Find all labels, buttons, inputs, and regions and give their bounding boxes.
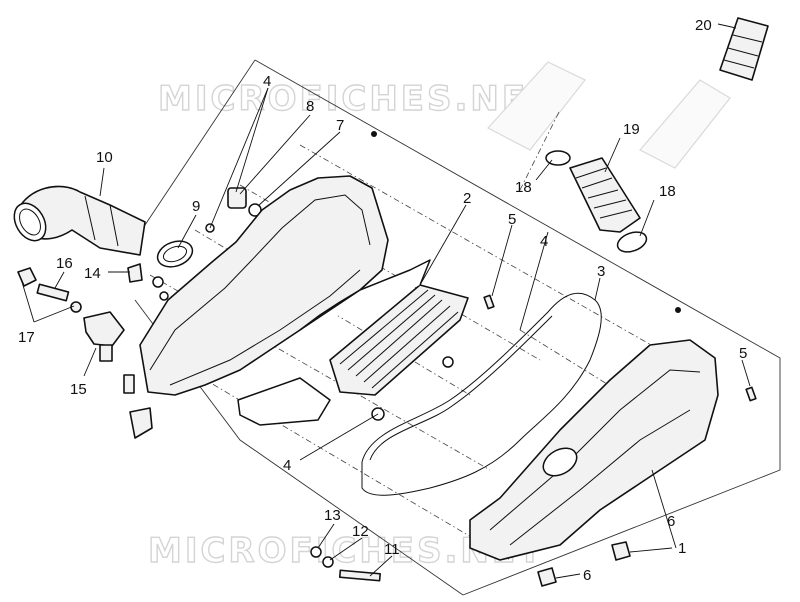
callout-5: 5 — [739, 345, 747, 362]
part-small-hardware — [127, 187, 262, 301]
bullet-marker — [675, 307, 681, 313]
callout-14: 14 — [84, 265, 101, 282]
part-intake-duct — [13, 185, 146, 256]
callout-15: 15 — [70, 381, 87, 398]
callout-labels: 1 2 3 4 4 4 5 5 6 6 7 8 9 10 11 12 13 14… — [18, 17, 747, 584]
watermark-top: MICROFICHES.NET — [158, 79, 554, 119]
callout-6: 6 — [667, 513, 675, 530]
callout-9: 9 — [192, 198, 200, 215]
callout-8: 8 — [306, 98, 314, 115]
callout-6: 6 — [583, 567, 591, 584]
part-bellows-and-clamps — [545, 17, 769, 253]
part-sensor-assembly — [17, 267, 125, 362]
callout-5: 5 — [508, 211, 516, 228]
callout-10: 10 — [96, 149, 113, 166]
part-filter-element — [237, 259, 469, 426]
callout-7: 7 — [336, 117, 344, 134]
callout-19: 19 — [623, 121, 640, 138]
callout-16: 16 — [56, 255, 73, 272]
callout-18: 18 — [659, 183, 676, 200]
callout-13: 13 — [324, 507, 341, 524]
callout-1: 1 — [678, 540, 686, 557]
part-bolt-hardware — [310, 546, 381, 582]
callout-2: 2 — [463, 190, 471, 207]
bullet-marker — [371, 131, 377, 137]
callout-18: 18 — [515, 179, 532, 196]
part-gasket — [361, 292, 602, 496]
callout-12: 12 — [352, 523, 369, 540]
leader-lines — [21, 23, 751, 579]
part-airbox-cover — [469, 294, 757, 587]
callout-4: 4 — [540, 233, 548, 250]
callout-17: 17 — [18, 329, 35, 346]
part-airbox-housing — [123, 175, 389, 439]
callout-20: 20 — [695, 17, 712, 34]
callout-11: 11 — [384, 541, 400, 558]
ghost-parts — [487, 61, 731, 169]
callout-4: 4 — [263, 73, 271, 90]
callout-3: 3 — [597, 263, 605, 280]
callout-4: 4 — [283, 457, 291, 474]
